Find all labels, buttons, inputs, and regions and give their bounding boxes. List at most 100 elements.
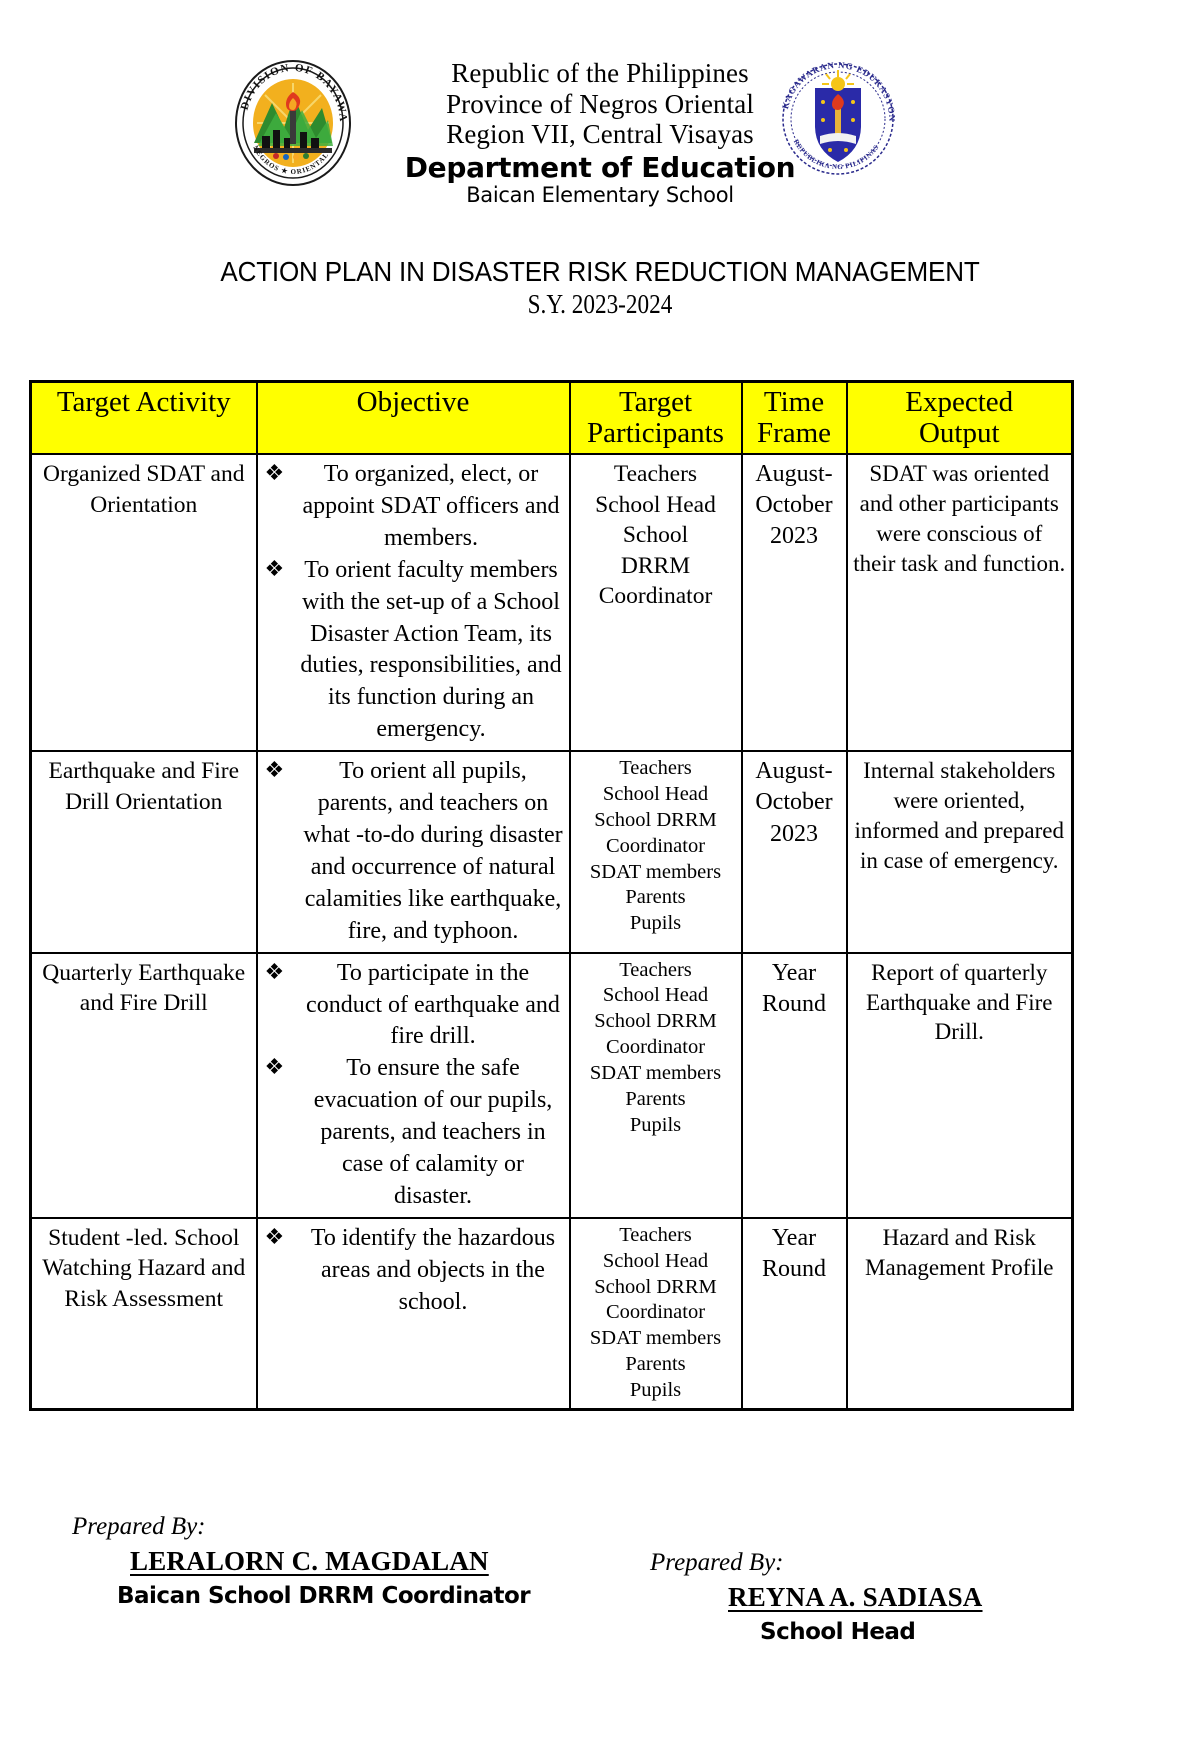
cell-target-activity: Earthquake and Fire Drill Orientation xyxy=(29,750,258,954)
objective-text: To identify the hazardous areas and obje… xyxy=(310,1224,556,1315)
table-row: Earthquake and Fire Drill Orientation❖ To… xyxy=(29,750,1074,954)
objective-list: ❖ To orient all pupils, parents, and teac… xyxy=(263,756,564,947)
participant-line: School DRRM xyxy=(594,1010,717,1033)
column-header-target-activity: Target Activity xyxy=(29,380,258,456)
objective-list: ❖ To identify the hazardous areas and obj… xyxy=(263,1223,564,1319)
cell-objective: ❖ To orient all pupils, parents, and teac… xyxy=(255,750,571,954)
column-header-line: Objective xyxy=(356,386,470,418)
cell-time-frame: Year Round xyxy=(740,1216,848,1411)
prepared-by-label-right: Prepared By: xyxy=(650,1549,784,1576)
header-province: Province of Negros Oriental xyxy=(446,88,754,119)
cell-time-frame: August-October 2023 xyxy=(740,453,848,753)
objective-item: ❖ To participate in the conduct of earthq… xyxy=(263,958,564,1054)
objective-text: To ensure the safe evacuation of our pup… xyxy=(313,1055,553,1209)
header-region: Region VII, Central Visayas xyxy=(446,119,754,149)
cell-time-frame: Year Round xyxy=(740,951,848,1219)
column-header-line: Output xyxy=(918,417,1000,450)
participant-line: School xyxy=(622,522,689,549)
column-header-line: Target Activity xyxy=(56,386,231,418)
participant-line: SDAT members xyxy=(589,860,722,883)
participant-line: Coordinator xyxy=(605,1036,706,1059)
column-header-line: Frame xyxy=(756,417,832,450)
participant-line: Coordinator xyxy=(605,1301,706,1324)
signature-role-left: Baican School DRRM Coordinator xyxy=(117,1583,531,1609)
participant-line: Pupils xyxy=(629,912,682,935)
page-title: ACTION PLAN IN DISASTER RISK REDUCTION M… xyxy=(220,256,980,287)
table-row: Organized SDAT and Orientation❖To organi… xyxy=(29,453,1074,753)
cell-target-activity: Student -led. School Watching Hazard and… xyxy=(29,1216,258,1411)
participant-line: SDAT members xyxy=(589,1327,722,1350)
objective-item: ❖ To identify the hazardous areas and obj… xyxy=(263,1223,564,1319)
diamond-bullet-icon: ❖ xyxy=(264,1223,285,1249)
participant-line: Parents xyxy=(625,886,686,909)
objective-list: ❖ To organized, elect, or appoint SDAT of… xyxy=(263,459,564,746)
header-text-block: Republic of the Philippines Province of … xyxy=(0,58,1200,208)
participant-line: SDAT members xyxy=(589,1061,722,1084)
prepared-by-label-left: Prepared By: xyxy=(72,1513,206,1540)
signature-name-right: REYNA A. SADIASA xyxy=(728,1582,983,1612)
cell-objective: ❖ To organized, elect, or appoint SDAT of… xyxy=(255,453,571,753)
signature-area: Prepared By: LERALORN C. MAGDALAN Baican… xyxy=(0,1513,1200,1693)
diamond-bullet-icon: ❖ xyxy=(264,757,285,783)
cell-time-frame: August-October 2023 xyxy=(740,750,848,954)
diamond-bullet-icon: ❖ xyxy=(264,555,285,581)
signature-name-left: LERALORN C. MAGDALAN xyxy=(130,1546,489,1576)
signature-role-right: School Head xyxy=(760,1619,916,1645)
participant-line: School Head xyxy=(602,783,709,806)
cell-expected-output: Report of quarterly Earthquake and Fire … xyxy=(845,951,1074,1219)
diamond-bullet-icon: ❖ xyxy=(264,460,285,486)
department-of-education-seal-icon: KAGAWARAN NG EDUKASYON REPUBLIKA NG PILI… xyxy=(778,58,898,180)
objective-item: ❖ To ensure the safe evacuation of our pu… xyxy=(263,1053,564,1213)
header-department: Department of Education xyxy=(404,150,796,184)
column-header-line: Participants xyxy=(587,417,724,450)
table-row: Quarterly Earthquake and Fire Drill❖ To p… xyxy=(29,951,1074,1219)
table-row: Student -led. School Watching Hazard and… xyxy=(29,1216,1074,1411)
page-title-block: ACTION PLAN IN DISASTER RISK REDUCTION M… xyxy=(0,256,1200,320)
signature-block-school-head: Prepared By: REYNA A. SADIASA School Hea… xyxy=(650,1549,983,1645)
objective-item: ❖ To orient all pupils, parents, and teac… xyxy=(263,756,564,947)
objective-list: ❖ To participate in the conduct of earthq… xyxy=(263,958,564,1213)
cell-expected-output: Internal stakeholders were oriented, inf… xyxy=(845,750,1074,954)
column-header-line: Expected xyxy=(905,386,1014,418)
participant-line: School Head xyxy=(595,491,716,518)
participant-line: School Head xyxy=(602,1249,709,1272)
participant-line: School Head xyxy=(602,984,709,1007)
participant-line: Pupils xyxy=(629,1378,682,1401)
objective-text: To orient faculty members with the set-u… xyxy=(300,556,562,743)
signature-block-preparer: Prepared By: LERALORN C. MAGDALAN Baican… xyxy=(72,1513,531,1609)
participant-line: Teachers xyxy=(619,1223,692,1246)
cell-target-activity: Quarterly Earthquake and Fire Drill xyxy=(29,951,258,1219)
cell-expected-output: SDAT was oriented and other participants… xyxy=(845,453,1074,753)
objective-text: To organized, elect, or appoint SDAT off… xyxy=(302,461,560,551)
column-header-line: Time xyxy=(763,386,825,418)
participant-line: DRRM xyxy=(620,552,691,579)
page-subtitle-school-year: S.Y. 2023-2024 xyxy=(527,289,673,320)
participant-line: Teachers xyxy=(613,461,698,488)
header-country: Republic of the Philippines xyxy=(451,58,749,88)
participant-line: Coordinator xyxy=(598,583,713,610)
objective-text: To participate in the conduct of earthqu… xyxy=(306,959,560,1050)
cell-objective: ❖ To identify the hazardous areas and obj… xyxy=(255,1216,571,1411)
column-header-objective: Objective xyxy=(255,380,571,456)
participant-line: Parents xyxy=(625,1087,686,1110)
objective-text: To orient all pupils, parents, and teach… xyxy=(303,758,563,944)
diamond-bullet-icon: ❖ xyxy=(264,1054,285,1080)
objective-item: ❖ To orient faculty members with the set-… xyxy=(263,555,564,746)
column-header-line: Target xyxy=(618,386,693,418)
cell-objective: ❖ To participate in the conduct of earthq… xyxy=(255,951,571,1219)
header-school-name: Baican Elementary School xyxy=(466,183,734,208)
participant-line: Pupils xyxy=(629,1113,682,1136)
participant-line: Coordinator xyxy=(605,834,706,857)
diamond-bullet-icon: ❖ xyxy=(264,958,285,984)
